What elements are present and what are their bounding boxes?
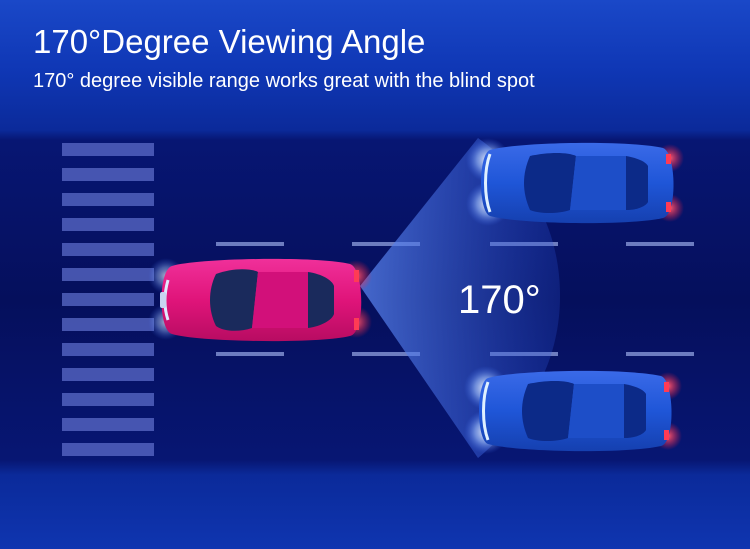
page-title: 170°Degree Viewing Angle <box>33 23 426 60</box>
viewing-angle-label: 170° <box>458 278 541 322</box>
magenta-car-icon <box>148 258 372 342</box>
blue-car-icon <box>466 138 684 226</box>
blue-car-icon <box>464 366 682 454</box>
page-subtitle: 170° degree visible range works great wi… <box>33 70 535 92</box>
crosswalk <box>62 143 154 456</box>
